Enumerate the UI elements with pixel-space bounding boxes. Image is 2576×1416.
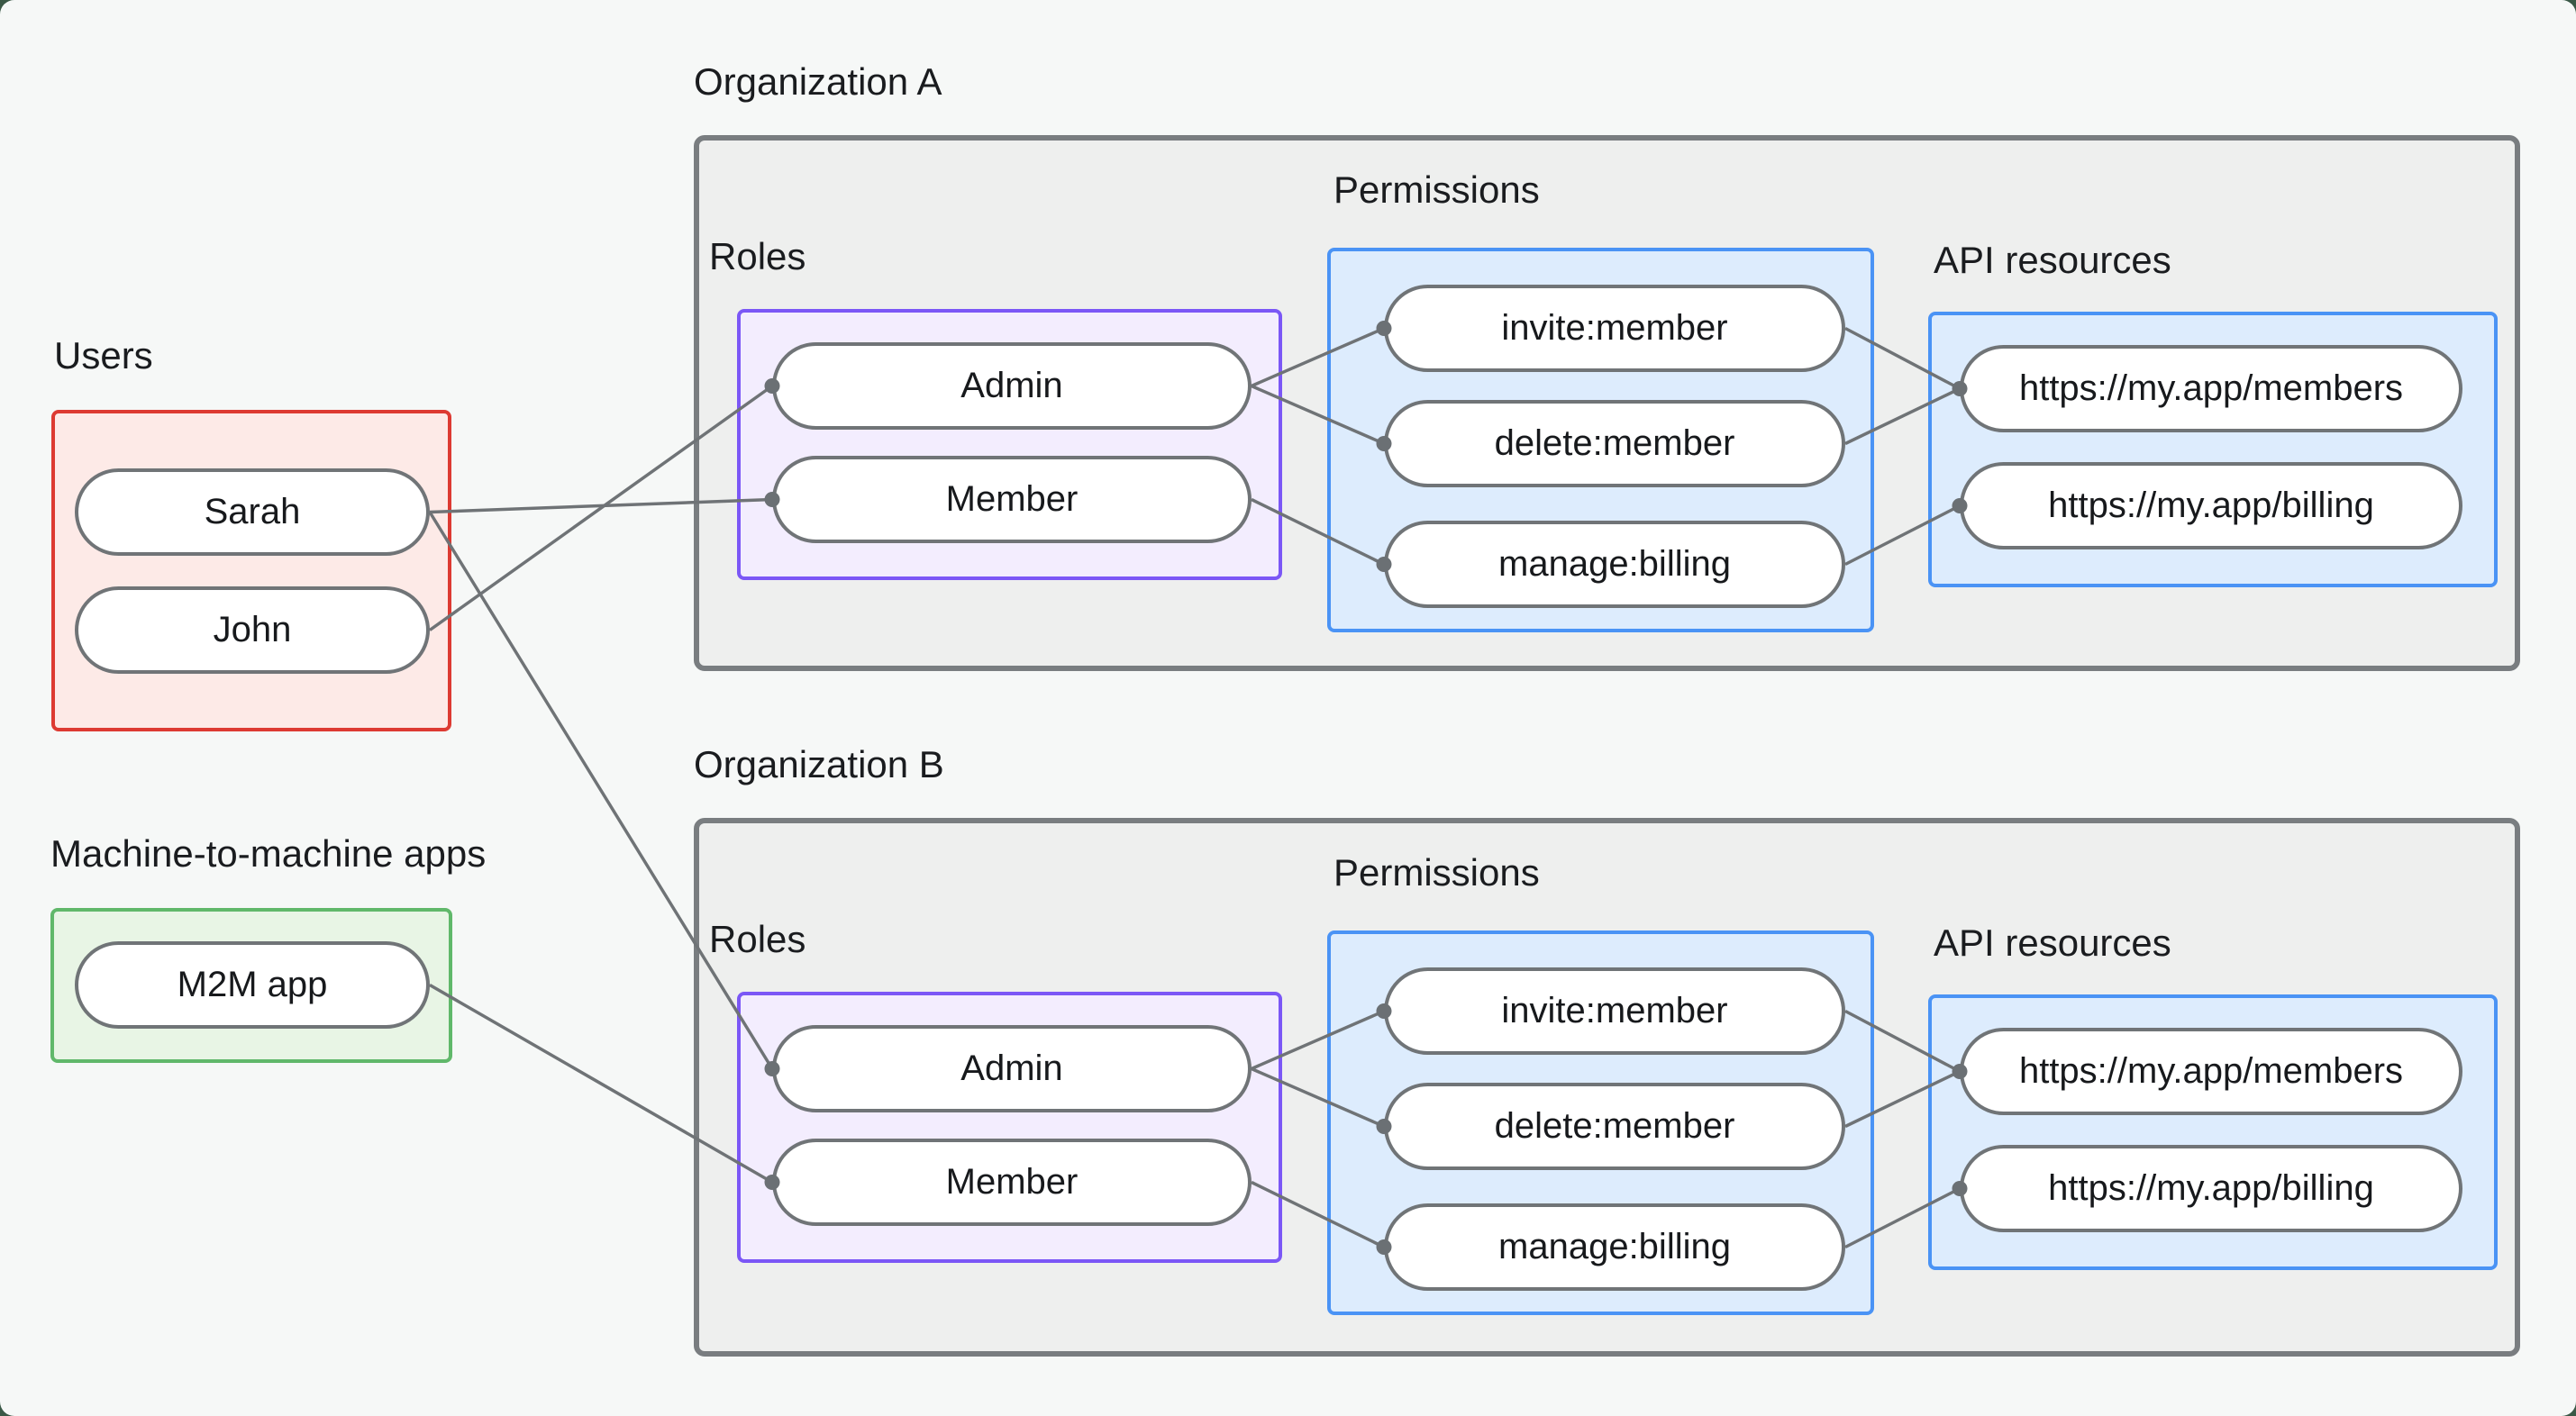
org-b-api-resources-label: API resources xyxy=(1934,921,2171,964)
org-b-roles-label: Roles xyxy=(709,918,806,960)
org-a-permission-delete-member: delete:member xyxy=(1384,400,1845,487)
org-a-api-resource-members: https://my.app/members xyxy=(1960,345,2462,432)
org-b-permission-invite-member: invite:member xyxy=(1384,967,1845,1055)
org-a-api-resource-billing: https://my.app/billing xyxy=(1960,462,2462,549)
org-b-permission-delete-member: delete:member xyxy=(1384,1083,1845,1170)
m2m-section-label: Machine-to-machine apps xyxy=(50,832,487,875)
org-b-permission-manage-billing: manage:billing xyxy=(1384,1203,1845,1291)
user-node-john: John xyxy=(75,586,430,674)
org-a-role-member: Member xyxy=(772,456,1252,543)
user-node-sarah: Sarah xyxy=(75,468,430,556)
org-b-title: Organization B xyxy=(694,743,944,785)
org-b-api-resource-members: https://my.app/members xyxy=(1960,1028,2462,1115)
org-a-roles-label: Roles xyxy=(709,235,806,277)
users-group-box xyxy=(51,410,451,731)
org-a-title: Organization A xyxy=(694,60,942,103)
org-a-role-admin: Admin xyxy=(772,342,1252,430)
org-b-api-resource-billing: https://my.app/billing xyxy=(1960,1145,2462,1232)
org-a-permissions-label: Permissions xyxy=(1334,168,1540,211)
org-b-permissions-label: Permissions xyxy=(1334,851,1540,894)
m2m-app-node: M2M app xyxy=(75,941,430,1029)
org-a-permission-manage-billing: manage:billing xyxy=(1384,521,1845,608)
users-section-label: Users xyxy=(54,334,153,377)
org-a-permission-invite-member: invite:member xyxy=(1384,285,1845,372)
org-a-api-resources-label: API resources xyxy=(1934,239,2171,281)
org-b-role-member: Member xyxy=(772,1139,1252,1226)
org-b-role-admin: Admin xyxy=(772,1025,1252,1112)
